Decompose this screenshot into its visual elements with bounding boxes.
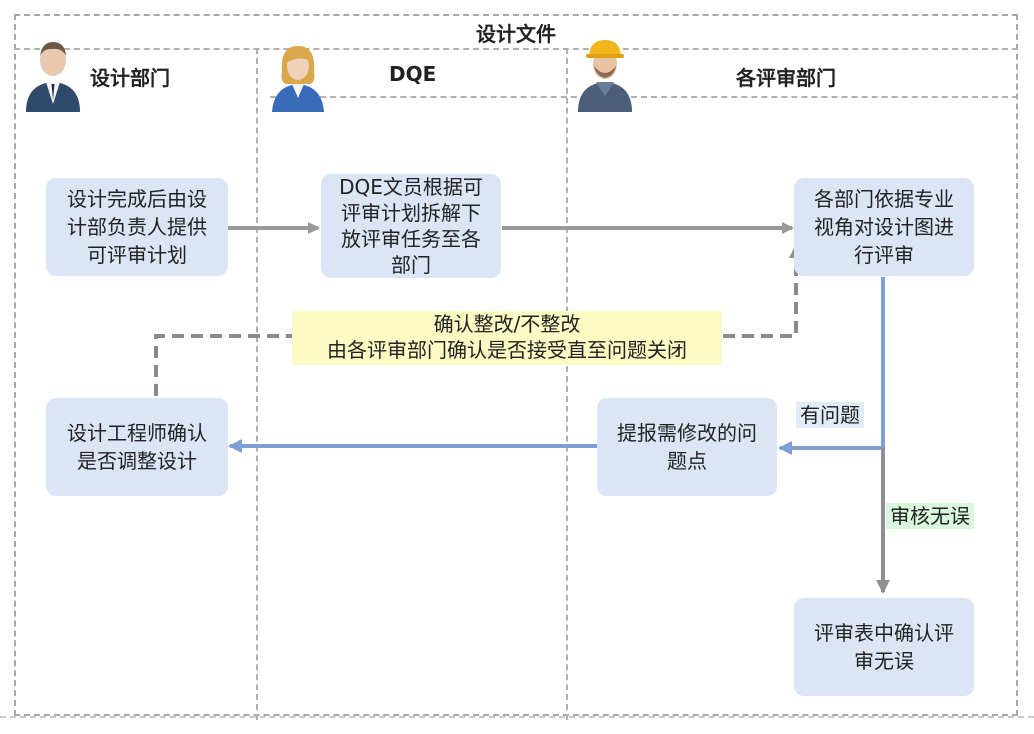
lane-title-design: 设计部门 (90, 66, 170, 90)
businesswoman-avatar-icon (272, 46, 324, 112)
lane-header-divider (270, 96, 1018, 98)
label-no-error: 审核无误 (886, 503, 974, 529)
lane-divider-1 (256, 48, 258, 720)
lane-title-dqe: DQE (389, 62, 437, 86)
box-design-plan: 设计完成后由设计部负责人提供可评审计划 (46, 178, 228, 276)
businessman-avatar-icon (26, 42, 80, 112)
box-dqe-task: DQE文员根据可评审计划拆解下放评审任务至各部门 (321, 174, 501, 278)
label-has-issue: 有问题 (796, 402, 864, 428)
box-issue-points: 提报需修改的问题点 (597, 398, 777, 496)
box-review-ok: 评审表中确认评审无误 (794, 598, 974, 696)
box-engineer-confirm: 设计工程师确认是否调整设计 (46, 398, 228, 496)
worker-hardhat-avatar-icon (578, 40, 632, 112)
diagram-frame (14, 14, 1018, 716)
feedback-note: 确认整改/不整改 由各评审部门确认是否接受直至问题关闭 (292, 311, 722, 365)
bottom-divider (0, 716, 1034, 718)
diagram-title: 设计文件 (476, 22, 556, 46)
box-dept-review: 各部门依据专业视角对设计图进行评审 (794, 178, 974, 276)
lane-title-review: 各评审部门 (736, 66, 836, 90)
header-divider (14, 48, 1018, 50)
lane-divider-2 (566, 48, 568, 720)
